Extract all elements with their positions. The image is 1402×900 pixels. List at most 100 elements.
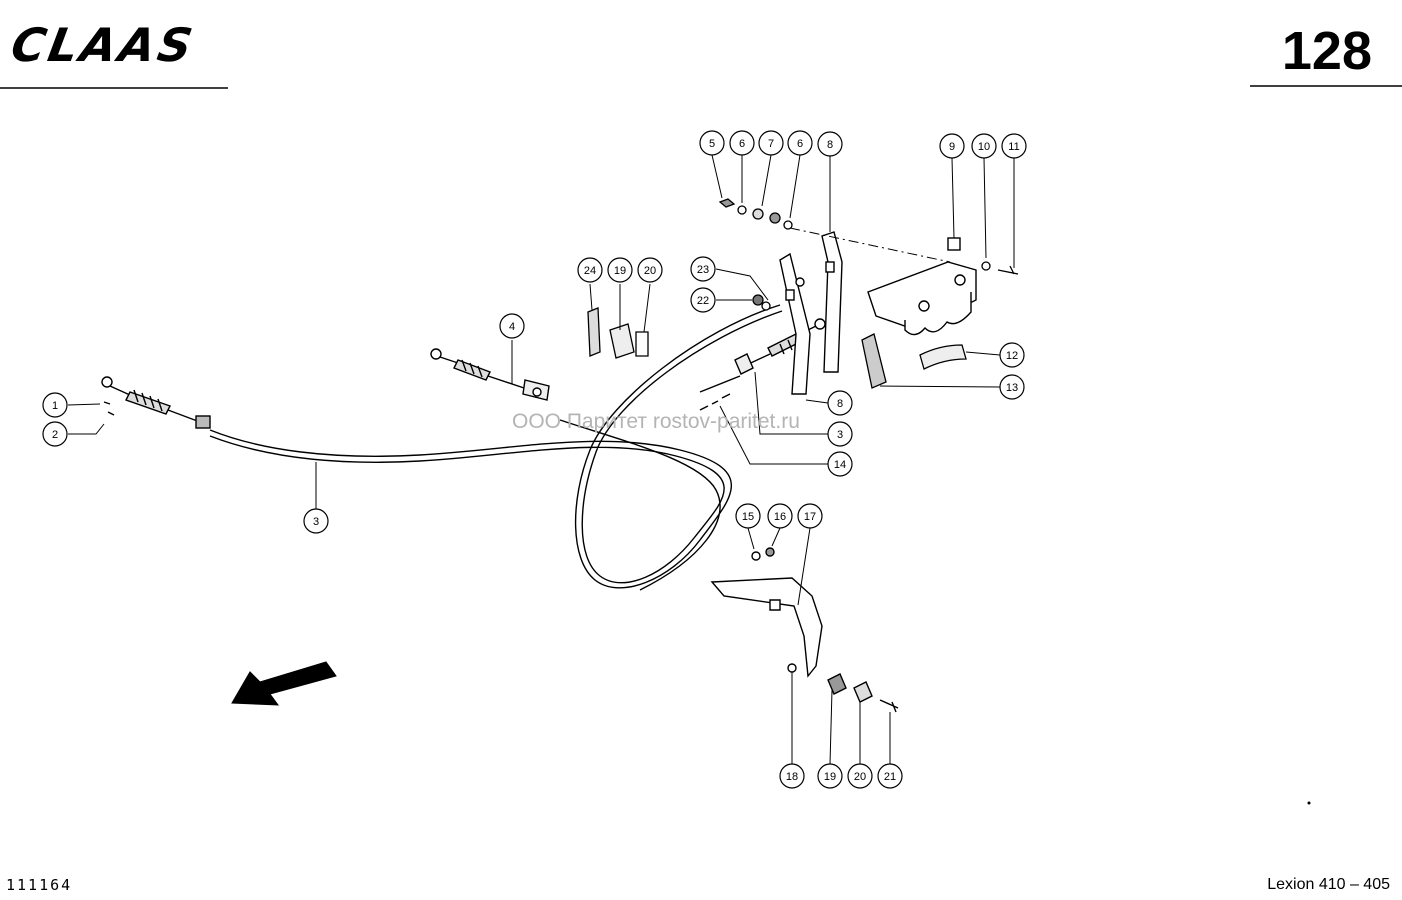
callout-circle — [577, 257, 603, 283]
direction-arrow — [231, 661, 337, 706]
callout-circle — [827, 390, 853, 416]
callout-label: 10 — [978, 141, 990, 153]
callout-20: 20 — [847, 763, 873, 789]
callout-circle — [735, 503, 761, 529]
lever-plates — [779, 231, 843, 395]
callout-20: 20 — [637, 257, 663, 283]
wear-plates — [861, 333, 967, 389]
callout-22: 22 — [690, 287, 716, 313]
callout-label: 1 — [52, 400, 58, 412]
callout-15: 15 — [735, 503, 761, 529]
callout-17: 17 — [797, 503, 823, 529]
mounting-bracket — [867, 237, 977, 336]
cable-end-middle — [430, 348, 550, 401]
callout-label: 8 — [837, 398, 843, 410]
callout-23: 23 — [690, 256, 716, 282]
cable-end-left — [101, 376, 211, 429]
callout-circle — [690, 256, 716, 282]
callout-label: 20 — [644, 265, 656, 277]
callout-label: 9 — [949, 141, 955, 153]
callout-circle — [939, 133, 965, 159]
callout-label: 8 — [827, 139, 833, 151]
watermark: ООО Паритет rostov-paritet.ru — [512, 410, 800, 433]
callout-label: 2 — [52, 429, 58, 441]
callout-circle — [827, 421, 853, 447]
callout-8: 8 — [827, 390, 853, 416]
callout-circle — [797, 503, 823, 529]
callout-circle — [699, 130, 725, 156]
lower-bracket-assembly — [710, 547, 899, 713]
callout-21: 21 — [877, 763, 903, 789]
callout-label: 22 — [697, 295, 709, 307]
callout-3: 3 — [303, 508, 329, 534]
callout-18: 18 — [779, 763, 805, 789]
callout-circle — [690, 287, 716, 313]
clip-set-upper — [587, 307, 649, 359]
bowden-cable-long — [209, 304, 783, 591]
callout-circle — [999, 342, 1025, 368]
callout-label: 5 — [709, 138, 715, 150]
hardware-row-top — [718, 198, 1019, 275]
callout-8: 8 — [817, 131, 843, 157]
callout-label: 16 — [774, 511, 786, 523]
callout-label: 19 — [824, 771, 836, 783]
callout-circle — [758, 130, 784, 156]
callout-circle — [999, 374, 1025, 400]
callout-circle — [42, 392, 68, 418]
callout-5: 5 — [699, 130, 725, 156]
leader-lines — [67, 154, 1015, 765]
callout-circle — [42, 421, 68, 447]
callout-circle — [499, 313, 525, 339]
model-label: Lexion 410 – 405 — [1267, 876, 1390, 893]
callout-circle — [787, 130, 813, 156]
callout-circle — [607, 257, 633, 283]
callout-circle — [729, 130, 755, 156]
callout-label: 24 — [584, 265, 596, 277]
callout-2: 2 — [42, 421, 68, 447]
callout-3: 3 — [827, 421, 853, 447]
callout-label: 12 — [1006, 350, 1018, 362]
document-id: 111164 — [6, 876, 73, 894]
callout-9: 9 — [939, 133, 965, 159]
callout-circle — [847, 763, 873, 789]
callout-6: 6 — [729, 130, 755, 156]
callout-circle — [779, 763, 805, 789]
callout-label: 21 — [884, 771, 896, 783]
callout-6: 6 — [787, 130, 813, 156]
callout-label: 7 — [768, 138, 774, 150]
callout-7: 7 — [758, 130, 784, 156]
callout-circle — [827, 451, 853, 477]
callout-label: 3 — [837, 429, 843, 441]
callout-14: 14 — [827, 451, 853, 477]
callout-24: 24 — [577, 257, 603, 283]
callout-19: 19 — [817, 763, 843, 789]
callout-label: 18 — [786, 771, 798, 783]
callout-circle — [971, 133, 997, 159]
assembly-axis-line — [789, 227, 951, 263]
callout-label: 4 — [509, 321, 515, 333]
callout-label: 23 — [697, 264, 709, 276]
nut-washer-22-23 — [752, 294, 771, 311]
stray-dot — [1307, 801, 1311, 805]
callout-label: 3 — [313, 516, 319, 528]
callout-label: 19 — [614, 265, 626, 277]
callout-11: 11 — [1001, 133, 1027, 159]
callout-circle — [817, 131, 843, 157]
callout-10: 10 — [971, 133, 997, 159]
callout-label: 17 — [804, 511, 816, 523]
callout-13: 13 — [999, 374, 1025, 400]
callout-circle — [637, 257, 663, 283]
callout-circle — [303, 508, 329, 534]
callout-1: 1 — [42, 392, 68, 418]
callout-circle — [817, 763, 843, 789]
callout-label: 6 — [797, 138, 803, 150]
callout-19: 19 — [607, 257, 633, 283]
callout-16: 16 — [767, 503, 793, 529]
callout-circle — [877, 763, 903, 789]
callout-label: 14 — [834, 459, 846, 471]
callout-label: 20 — [854, 771, 866, 783]
callout-label: 6 — [739, 138, 745, 150]
